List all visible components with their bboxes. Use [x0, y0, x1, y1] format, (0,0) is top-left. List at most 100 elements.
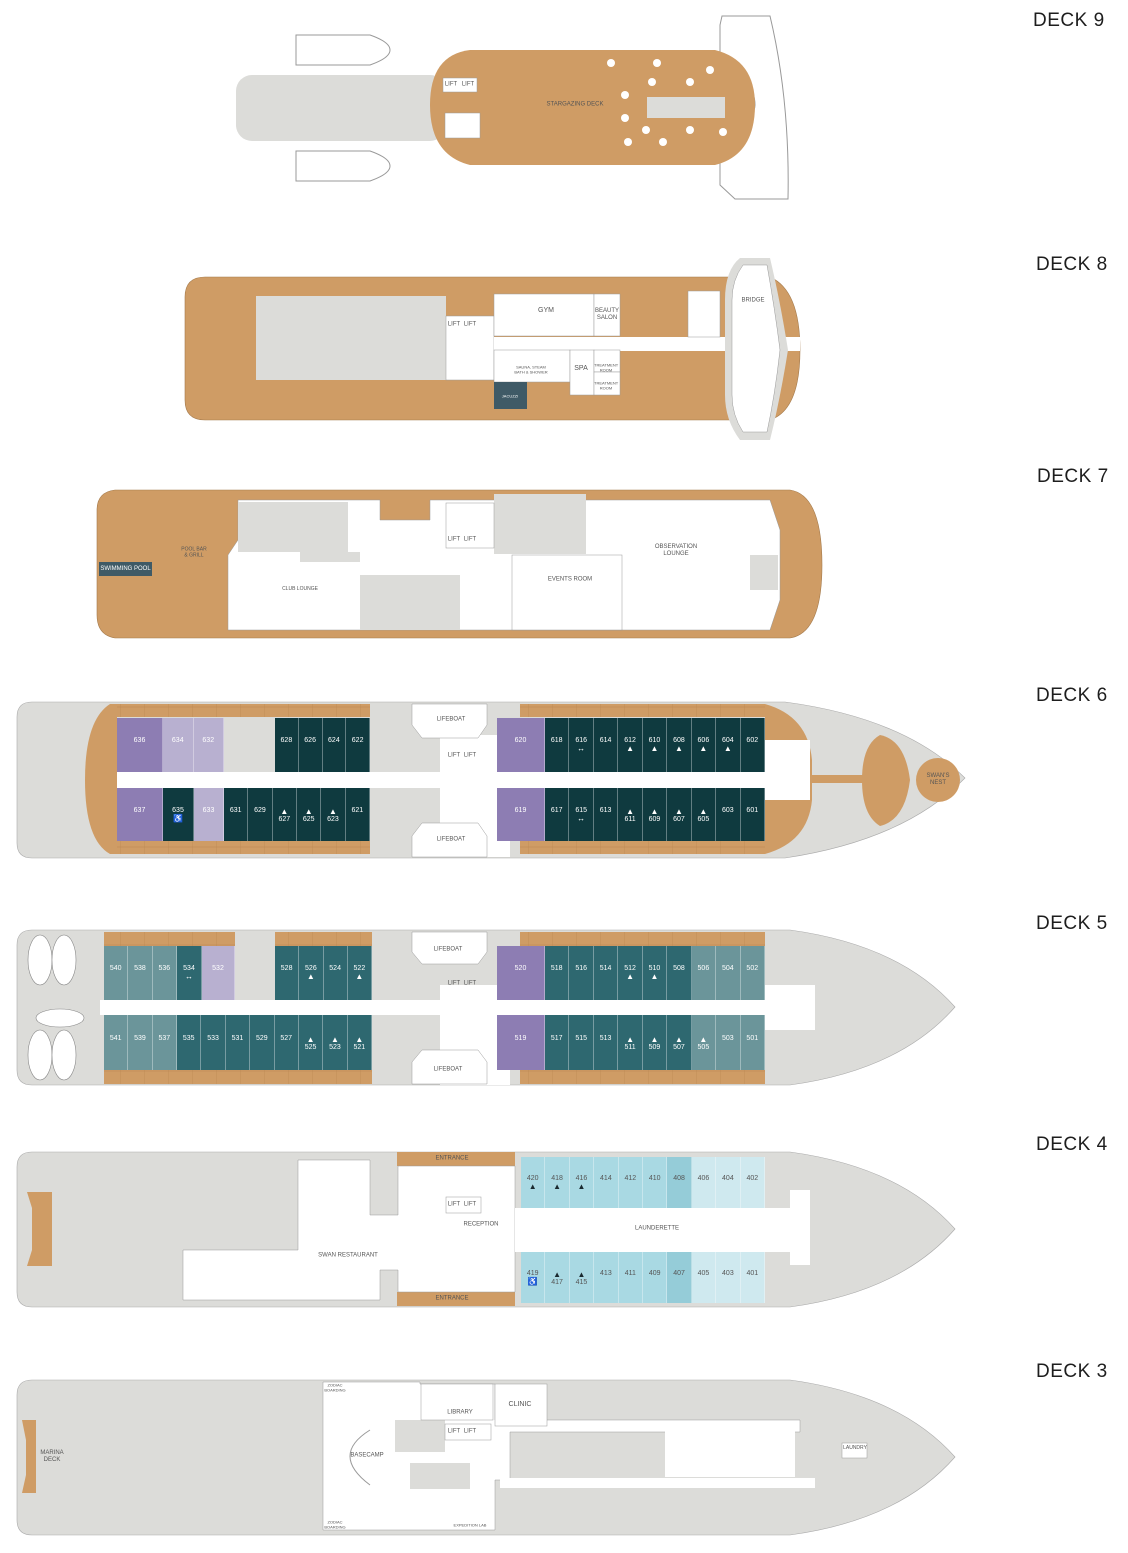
- cabin-622[interactable]: 622: [346, 718, 370, 772]
- cabin-534[interactable]: 534↔: [177, 946, 202, 1000]
- cabin-613[interactable]: 613: [593, 788, 619, 841]
- cabin-522[interactable]: 522▲: [347, 946, 372, 1000]
- cabin-601[interactable]: 601: [740, 788, 765, 841]
- cabin-413[interactable]: 413: [594, 1252, 619, 1303]
- cabin-612[interactable]: 612▲: [618, 718, 643, 772]
- cabin-616[interactable]: 616↔: [569, 718, 594, 772]
- cabin-506[interactable]: 506: [691, 946, 717, 1000]
- cabin-535[interactable]: 535: [177, 1015, 202, 1070]
- cabin-619[interactable]: 619: [497, 788, 545, 841]
- cabin-607[interactable]: ▲607: [667, 788, 692, 841]
- cabin-541[interactable]: 541: [104, 1015, 129, 1070]
- cabin-510[interactable]: 510▲: [642, 946, 668, 1000]
- cabin-533[interactable]: 533: [201, 1015, 226, 1070]
- cabin-609[interactable]: ▲609: [642, 788, 668, 841]
- cabin-539[interactable]: 539: [128, 1015, 153, 1070]
- cabin-634[interactable]: 634: [163, 718, 194, 772]
- cabin-406[interactable]: 406: [691, 1157, 717, 1208]
- cabin-526[interactable]: 526▲: [299, 946, 324, 1000]
- lifeboat-label: LIFEBOAT: [436, 716, 466, 723]
- cabin-404[interactable]: 404: [716, 1157, 741, 1208]
- cabin-417[interactable]: ▲417: [545, 1252, 570, 1303]
- cabin-515[interactable]: 515: [569, 1015, 594, 1070]
- cabin-504[interactable]: 504: [716, 946, 741, 1000]
- cabin-508[interactable]: 508: [667, 946, 692, 1000]
- cabin-536[interactable]: 536: [152, 946, 177, 1000]
- cabin-415[interactable]: ▲415: [569, 1252, 595, 1303]
- cabin-540[interactable]: 540: [104, 946, 129, 1000]
- cabin-412[interactable]: 412: [618, 1157, 643, 1208]
- cabin-520[interactable]: 520: [497, 946, 545, 1000]
- cabin-608[interactable]: 608▲: [667, 718, 692, 772]
- cabin-611[interactable]: ▲611: [618, 788, 643, 841]
- cabin-537[interactable]: 537: [152, 1015, 177, 1070]
- cabin-531[interactable]: 531: [225, 1015, 251, 1070]
- cabin-626[interactable]: 626: [298, 718, 323, 772]
- cabin-624[interactable]: 624: [322, 718, 347, 772]
- cabin-635[interactable]: 635♿: [163, 788, 194, 841]
- cabin-521[interactable]: ▲521: [347, 1015, 372, 1070]
- cabin-636[interactable]: 636: [117, 718, 163, 772]
- cabin-602[interactable]: 602: [740, 718, 765, 772]
- cabin-502[interactable]: 502: [740, 946, 765, 1000]
- cabin-628[interactable]: 628: [275, 718, 299, 772]
- cabin-401[interactable]: 401: [740, 1252, 765, 1303]
- cabin-420[interactable]: 420▲: [521, 1157, 546, 1208]
- cabin-516[interactable]: 516: [569, 946, 594, 1000]
- cabin-623[interactable]: ▲623: [321, 788, 346, 841]
- cabin-615[interactable]: 615↔: [569, 788, 594, 841]
- cabin-411[interactable]: 411: [618, 1252, 643, 1303]
- cabin-621[interactable]: 621: [345, 788, 370, 841]
- cabin-518[interactable]: 518: [545, 946, 570, 1000]
- cabin-408[interactable]: 408: [667, 1157, 692, 1208]
- cabin-409[interactable]: 409: [643, 1252, 668, 1303]
- cabin-606[interactable]: 606▲: [691, 718, 717, 772]
- cabin-538[interactable]: 538: [128, 946, 153, 1000]
- entrance-label[interactable]: ENTRANCE: [435, 1295, 469, 1302]
- cabin-523[interactable]: ▲523: [323, 1015, 348, 1070]
- cabin-501[interactable]: 501: [740, 1015, 765, 1070]
- cabin-529[interactable]: 529: [250, 1015, 275, 1070]
- cabin-603[interactable]: 603: [716, 788, 741, 841]
- cabin-527[interactable]: 527: [274, 1015, 299, 1070]
- cabin-507[interactable]: ▲507: [667, 1015, 692, 1070]
- cabin-418[interactable]: 418▲: [545, 1157, 570, 1208]
- cabin-618[interactable]: 618: [545, 718, 570, 772]
- cabin-604[interactable]: 604▲: [716, 718, 741, 772]
- cabin-407[interactable]: 407: [667, 1252, 692, 1303]
- cabin-503[interactable]: 503: [716, 1015, 741, 1070]
- cabin-416[interactable]: 416▲: [569, 1157, 595, 1208]
- cabin-525[interactable]: ▲525: [298, 1015, 324, 1070]
- cabin-605[interactable]: ▲605: [691, 788, 717, 841]
- cabin-505[interactable]: ▲505: [691, 1015, 717, 1070]
- entrance-label[interactable]: ENTRANCE: [435, 1155, 469, 1162]
- cabin-627[interactable]: ▲627: [272, 788, 297, 841]
- cabin-620[interactable]: 620: [497, 718, 545, 772]
- cabin-631[interactable]: 631: [224, 788, 249, 841]
- cabin-614[interactable]: 614: [593, 718, 619, 772]
- cabin-410[interactable]: 410: [643, 1157, 668, 1208]
- cabin-524[interactable]: 524: [323, 946, 348, 1000]
- cabin-405[interactable]: 405: [691, 1252, 717, 1303]
- cabin-514[interactable]: 514: [593, 946, 619, 1000]
- cabin-403[interactable]: 403: [716, 1252, 741, 1303]
- cabin-610[interactable]: 610▲: [642, 718, 668, 772]
- launderette-label: LAUNDERETTE: [634, 1225, 680, 1232]
- cabin-509[interactable]: ▲509: [642, 1015, 668, 1070]
- cabin-414[interactable]: 414: [594, 1157, 619, 1208]
- cabin-629[interactable]: 629: [248, 788, 273, 841]
- cabin-517[interactable]: 517: [545, 1015, 570, 1070]
- cabin-513[interactable]: 513: [593, 1015, 619, 1070]
- cabin-633[interactable]: 633: [194, 788, 224, 841]
- cabin-532[interactable]: 532: [202, 946, 235, 1000]
- cabin-617[interactable]: 617: [545, 788, 570, 841]
- cabin-511[interactable]: ▲511: [618, 1015, 643, 1070]
- cabin-402[interactable]: 402: [740, 1157, 765, 1208]
- cabin-637[interactable]: 637: [117, 788, 163, 841]
- cabin-625[interactable]: ▲625: [297, 788, 322, 841]
- cabin-632[interactable]: 632: [193, 718, 224, 772]
- cabin-512[interactable]: 512▲: [618, 946, 643, 1000]
- cabin-528[interactable]: 528: [275, 946, 300, 1000]
- cabin-519[interactable]: 519: [497, 1015, 545, 1070]
- cabin-419[interactable]: 419♿: [521, 1252, 546, 1303]
